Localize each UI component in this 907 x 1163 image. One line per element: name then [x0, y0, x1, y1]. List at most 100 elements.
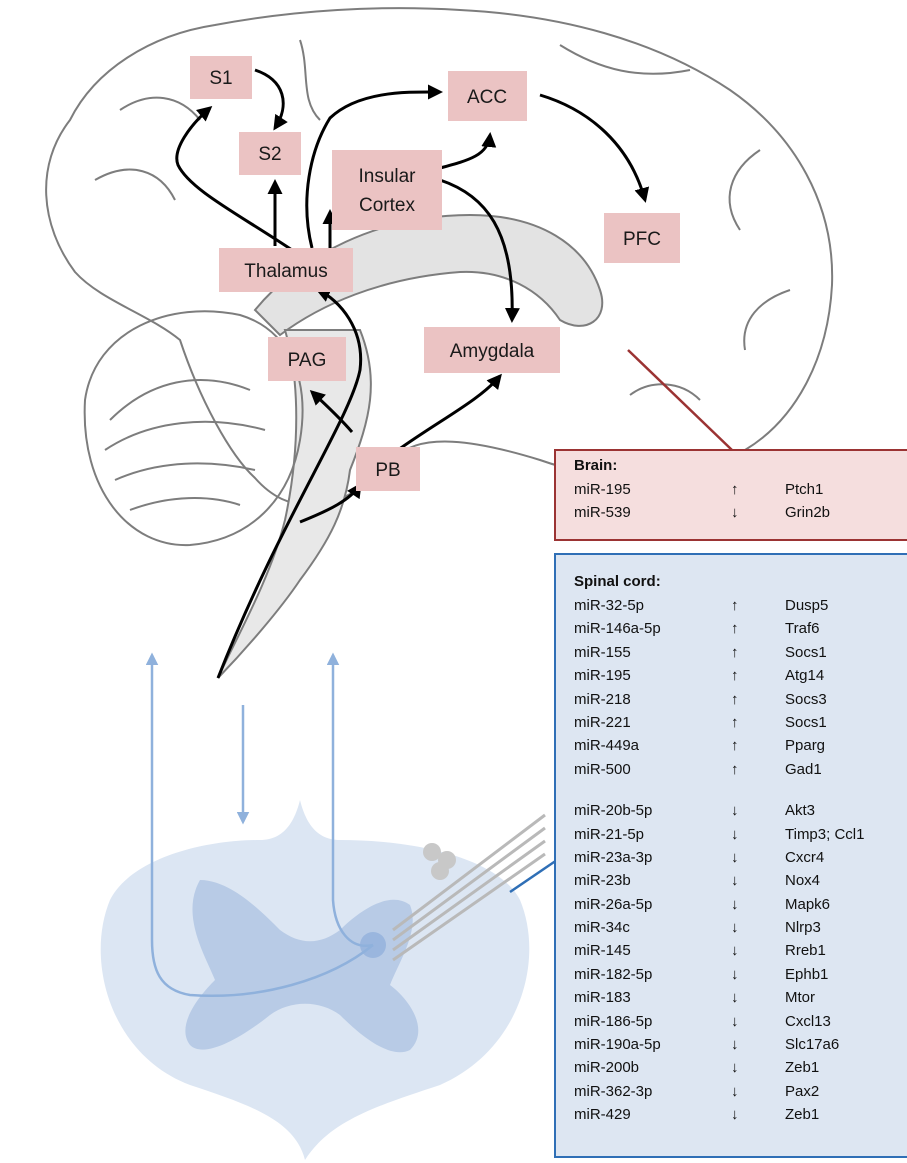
- direction-arrow: ↓: [731, 1080, 785, 1103]
- region-label: S2: [258, 144, 281, 165]
- mirna-name: miR-26a-5p: [574, 893, 731, 916]
- target-gene: Traf6: [785, 617, 907, 640]
- brain-table-rows: miR-195↑Ptch1miR-539↓Grin2b: [574, 478, 907, 525]
- target-gene: Zeb1: [785, 1103, 907, 1126]
- mirna-row: miR-182-5p↓Ephb1: [574, 963, 907, 986]
- mirna-row: miR-221↑Socs1: [574, 711, 907, 734]
- mirna-row: miR-200b↓Zeb1: [574, 1056, 907, 1079]
- mirna-name: miR-21-5p: [574, 823, 731, 846]
- mirna-name: miR-221: [574, 711, 731, 734]
- mirna-row: miR-429↓Zeb1: [574, 1103, 907, 1126]
- mirna-row: miR-195↑Ptch1: [574, 478, 907, 501]
- direction-arrow: ↓: [731, 799, 785, 822]
- mirna-name: miR-145: [574, 939, 731, 962]
- target-gene: Rreb1: [785, 939, 907, 962]
- target-gene: Socs1: [785, 711, 907, 734]
- target-gene: Slc17a6: [785, 1033, 907, 1056]
- direction-arrow: ↑: [731, 478, 785, 501]
- region-label: Cortex: [359, 195, 415, 216]
- brain-table-title: Brain:: [574, 457, 907, 474]
- direction-arrow: ↓: [731, 916, 785, 939]
- target-gene: Dusp5: [785, 594, 907, 617]
- direction-arrow: ↑: [731, 664, 785, 687]
- target-gene: Cxcr4: [785, 846, 907, 869]
- mirna-name: miR-500: [574, 758, 731, 781]
- region-pb: PB: [356, 447, 420, 491]
- mirna-name: miR-195: [574, 664, 731, 687]
- mirna-name: miR-362-3p: [574, 1080, 731, 1103]
- target-gene: Mapk6: [785, 893, 907, 916]
- mirna-row: miR-26a-5p↓Mapk6: [574, 893, 907, 916]
- mirna-name: miR-23b: [574, 869, 731, 892]
- direction-arrow: ↑: [731, 758, 785, 781]
- arrow-acc-to-pfc: [540, 95, 645, 200]
- brain-table-connector: [628, 350, 733, 451]
- direction-arrow: ↓: [731, 1103, 785, 1126]
- mirna-row: miR-195↑Atg14: [574, 664, 907, 687]
- target-gene: Cxcl13: [785, 1010, 907, 1033]
- arrow-insula-to-acc: [440, 135, 490, 168]
- mirna-row: miR-32-5p↑Dusp5: [574, 594, 907, 617]
- target-gene: Nox4: [785, 869, 907, 892]
- direction-arrow: ↑: [731, 711, 785, 734]
- mirna-row: miR-362-3p↓Pax2: [574, 1080, 907, 1103]
- region-s2: S2: [239, 132, 301, 175]
- mirna-name: miR-200b: [574, 1056, 731, 1079]
- region-label: PFC: [623, 229, 661, 250]
- cerebellum-folia: [105, 380, 265, 510]
- direction-arrow: ↓: [731, 1033, 785, 1056]
- sulcus-line: [560, 45, 690, 74]
- mirna-row: miR-23b↓Nox4: [574, 869, 907, 892]
- mirna-row: miR-449a↑Pparg: [574, 734, 907, 757]
- target-gene: Gad1: [785, 758, 907, 781]
- target-gene: Pax2: [785, 1080, 907, 1103]
- direction-arrow: ↓: [731, 1010, 785, 1033]
- region-label: ACC: [467, 87, 507, 108]
- target-gene: Socs3: [785, 688, 907, 711]
- mirna-row: miR-539↓Grin2b: [574, 501, 907, 524]
- mirna-row: miR-146a-5p↑Traf6: [574, 617, 907, 640]
- mirna-row: miR-145↓Rreb1: [574, 939, 907, 962]
- target-gene: Nlrp3: [785, 916, 907, 939]
- mirna-row: miR-183↓Mtor: [574, 986, 907, 1009]
- mirna-name: miR-23a-3p: [574, 846, 731, 869]
- region-label: S1: [209, 68, 232, 89]
- sulcus-line: [95, 170, 175, 200]
- target-gene: Ptch1: [785, 478, 907, 501]
- mirna-name: miR-32-5p: [574, 594, 731, 617]
- mirna-name: miR-182-5p: [574, 963, 731, 986]
- mirna-row: miR-218↑Socs3: [574, 688, 907, 711]
- mirna-name: miR-449a: [574, 734, 731, 757]
- mirna-row: miR-34c↓Nlrp3: [574, 916, 907, 939]
- target-gene: Pparg: [785, 734, 907, 757]
- arrow-pb-to-amygdala: [398, 376, 500, 450]
- region-label: PAG: [288, 350, 327, 371]
- direction-arrow: ↑: [731, 734, 785, 757]
- region-thalamus: Thalamus: [219, 248, 353, 292]
- mirna-name: miR-195: [574, 478, 731, 501]
- mirna-name: miR-218: [574, 688, 731, 711]
- mirna-row: miR-21-5p↓Timp3; Ccl1: [574, 823, 907, 846]
- direction-arrow: ↓: [731, 893, 785, 916]
- spinal-downregulated-rows: miR-20b-5p↓Akt3miR-21-5p↓Timp3; Ccl1miR-…: [574, 799, 907, 1126]
- sulcus-line: [300, 40, 320, 120]
- region-insular-cortex: Insular Cortex: [332, 150, 442, 230]
- region-label: Thalamus: [244, 261, 327, 282]
- target-gene: Atg14: [785, 664, 907, 687]
- target-gene: Grin2b: [785, 501, 907, 524]
- mirna-row: miR-155↑Socs1: [574, 641, 907, 664]
- direction-arrow: ↑: [731, 688, 785, 711]
- spinal-cord-illustration: [101, 655, 545, 1160]
- mirna-name: miR-429: [574, 1103, 731, 1126]
- mirna-name: miR-539: [574, 501, 731, 524]
- sulcus-line: [744, 290, 790, 350]
- direction-arrow: ↑: [731, 617, 785, 640]
- target-gene: Ephb1: [785, 963, 907, 986]
- spinal-table-title: Spinal cord:: [574, 573, 907, 590]
- sulcus-line: [730, 150, 760, 230]
- mirna-row: miR-500↑Gad1: [574, 758, 907, 781]
- direction-arrow: ↑: [731, 641, 785, 664]
